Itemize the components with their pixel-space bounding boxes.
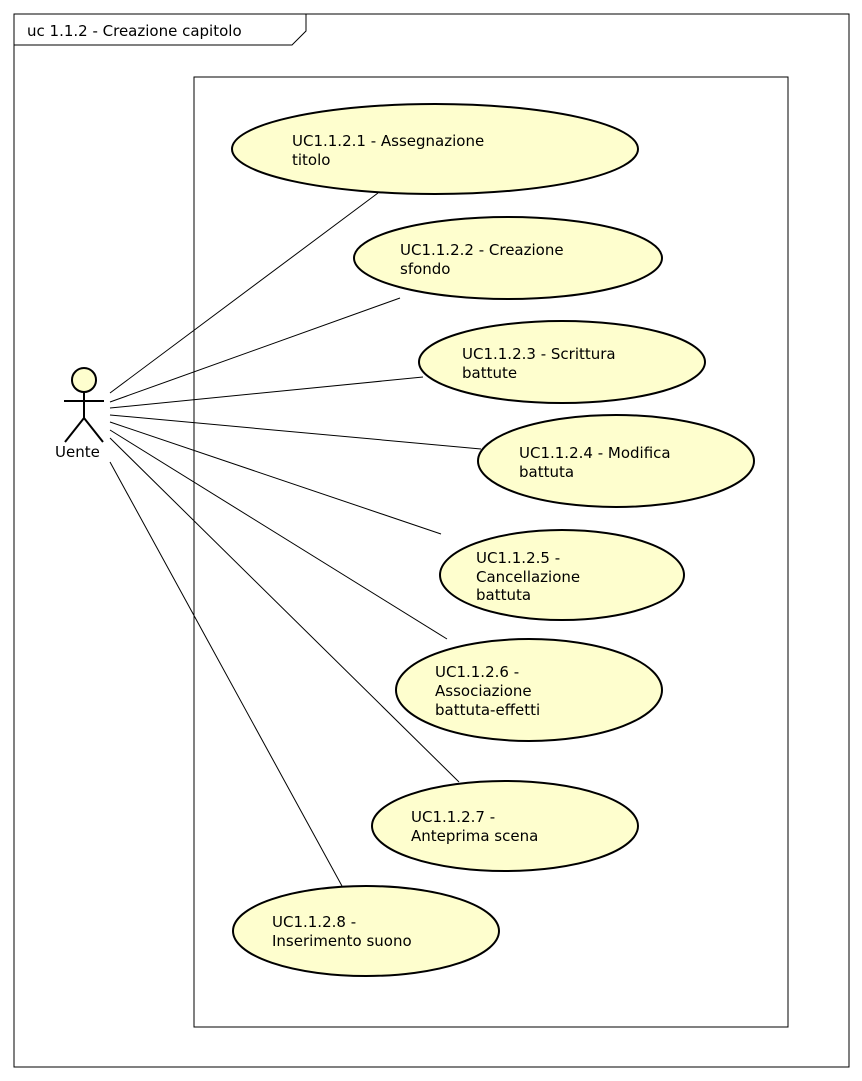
use-case-label-line: UC1.1.2.6 - — [435, 663, 519, 681]
use-case-uc7[interactable]: UC1.1.2.7 - Anteprima scena — [371, 780, 639, 872]
association-uc3 — [109, 376, 424, 409]
use-case-label-line: battute — [462, 364, 517, 382]
use-case-label-line: titolo — [292, 151, 330, 169]
use-case-label: UC1.1.2.4 - Modifica battuta — [519, 444, 675, 481]
use-case-label-line: UC1.1.2.4 - Modifica — [519, 444, 671, 462]
use-case-ellipse — [418, 320, 706, 404]
use-case-label-line: sfondo — [400, 260, 450, 278]
actor-right-leg — [83, 417, 104, 443]
use-case-label-line: Associazione — [435, 682, 532, 700]
use-case-label-line: UC1.1.2.5 - — [476, 549, 560, 567]
use-case-ellipse — [477, 414, 755, 508]
association-uc8 — [109, 461, 343, 887]
use-case-label: UC1.1.2.6 - Associazione battuta-effetti — [435, 663, 540, 719]
association-uc7 — [109, 437, 460, 783]
use-case-label-line: UC1.1.2.2 - Creazione — [400, 241, 564, 259]
use-case-ellipse — [395, 638, 663, 742]
use-case-label-line: UC1.1.2.7 - — [411, 808, 495, 826]
frame-title-tab — [14, 14, 307, 46]
association-uc4 — [109, 414, 482, 450]
use-case-label-line: battuta-effetti — [435, 701, 540, 719]
association-uc2 — [109, 297, 401, 403]
actor-head — [71, 367, 97, 393]
use-case-uc2[interactable]: UC1.1.2.2 - Creazione sfondo — [353, 216, 663, 300]
association-uc5 — [109, 421, 442, 535]
use-case-label: UC1.1.2.2 - Creazione sfondo — [400, 241, 568, 278]
use-case-label: UC1.1.2.1 - Assegnazione titolo — [292, 132, 489, 169]
use-case-uc3[interactable]: UC1.1.2.3 - Scrittura battute — [418, 320, 706, 404]
actor-left-leg — [64, 417, 85, 443]
use-case-label: UC1.1.2.3 - Scrittura battute — [462, 345, 620, 382]
association-uc1 — [109, 192, 379, 394]
use-case-label-line: UC1.1.2.8 - — [272, 913, 356, 931]
associations — [109, 192, 482, 887]
association-uc6 — [109, 429, 448, 640]
use-case-ellipse — [439, 529, 685, 621]
frame-title: uc 1.1.2 - Creazione capitolo — [27, 22, 242, 40]
use-case-label-line: UC1.1.2.1 - Assegnazione — [292, 132, 484, 150]
use-case-uc8[interactable]: UC1.1.2.8 - Inserimento suono — [232, 885, 500, 977]
use-case-label: UC1.1.2.5 - Cancellazione battuta — [476, 549, 585, 604]
system-boundary — [193, 76, 789, 1028]
use-case-uc1[interactable]: UC1.1.2.1 - Assegnazione titolo — [231, 103, 639, 195]
use-case-label-line: Inserimento suono — [272, 932, 412, 950]
use-case-uc5[interactable]: UC1.1.2.5 - Cancellazione battuta — [439, 529, 685, 621]
use-case-ellipse — [232, 885, 500, 977]
use-case-ellipse — [353, 216, 663, 300]
use-case-label: UC1.1.2.7 - Anteprima scena — [411, 808, 538, 845]
use-case-label-line: battuta — [519, 463, 574, 481]
use-case-ellipse — [371, 780, 639, 872]
use-case-uc6[interactable]: UC1.1.2.6 - Associazione battuta-effetti — [395, 638, 663, 742]
use-case-label-line: Cancellazione — [476, 568, 580, 586]
actor-uente[interactable]: Uente — [55, 367, 104, 461]
use-case-label-line: battuta — [476, 586, 531, 604]
use-case-ellipse — [231, 103, 639, 195]
use-case-uc4[interactable]: UC1.1.2.4 - Modifica battuta — [477, 414, 755, 508]
use-case-label-line: UC1.1.2.3 - Scrittura — [462, 345, 616, 363]
use-case-label: UC1.1.2.8 - Inserimento suono — [272, 913, 412, 950]
actor-label: Uente — [55, 443, 100, 461]
use-case-label-line: Anteprima scena — [411, 827, 538, 845]
